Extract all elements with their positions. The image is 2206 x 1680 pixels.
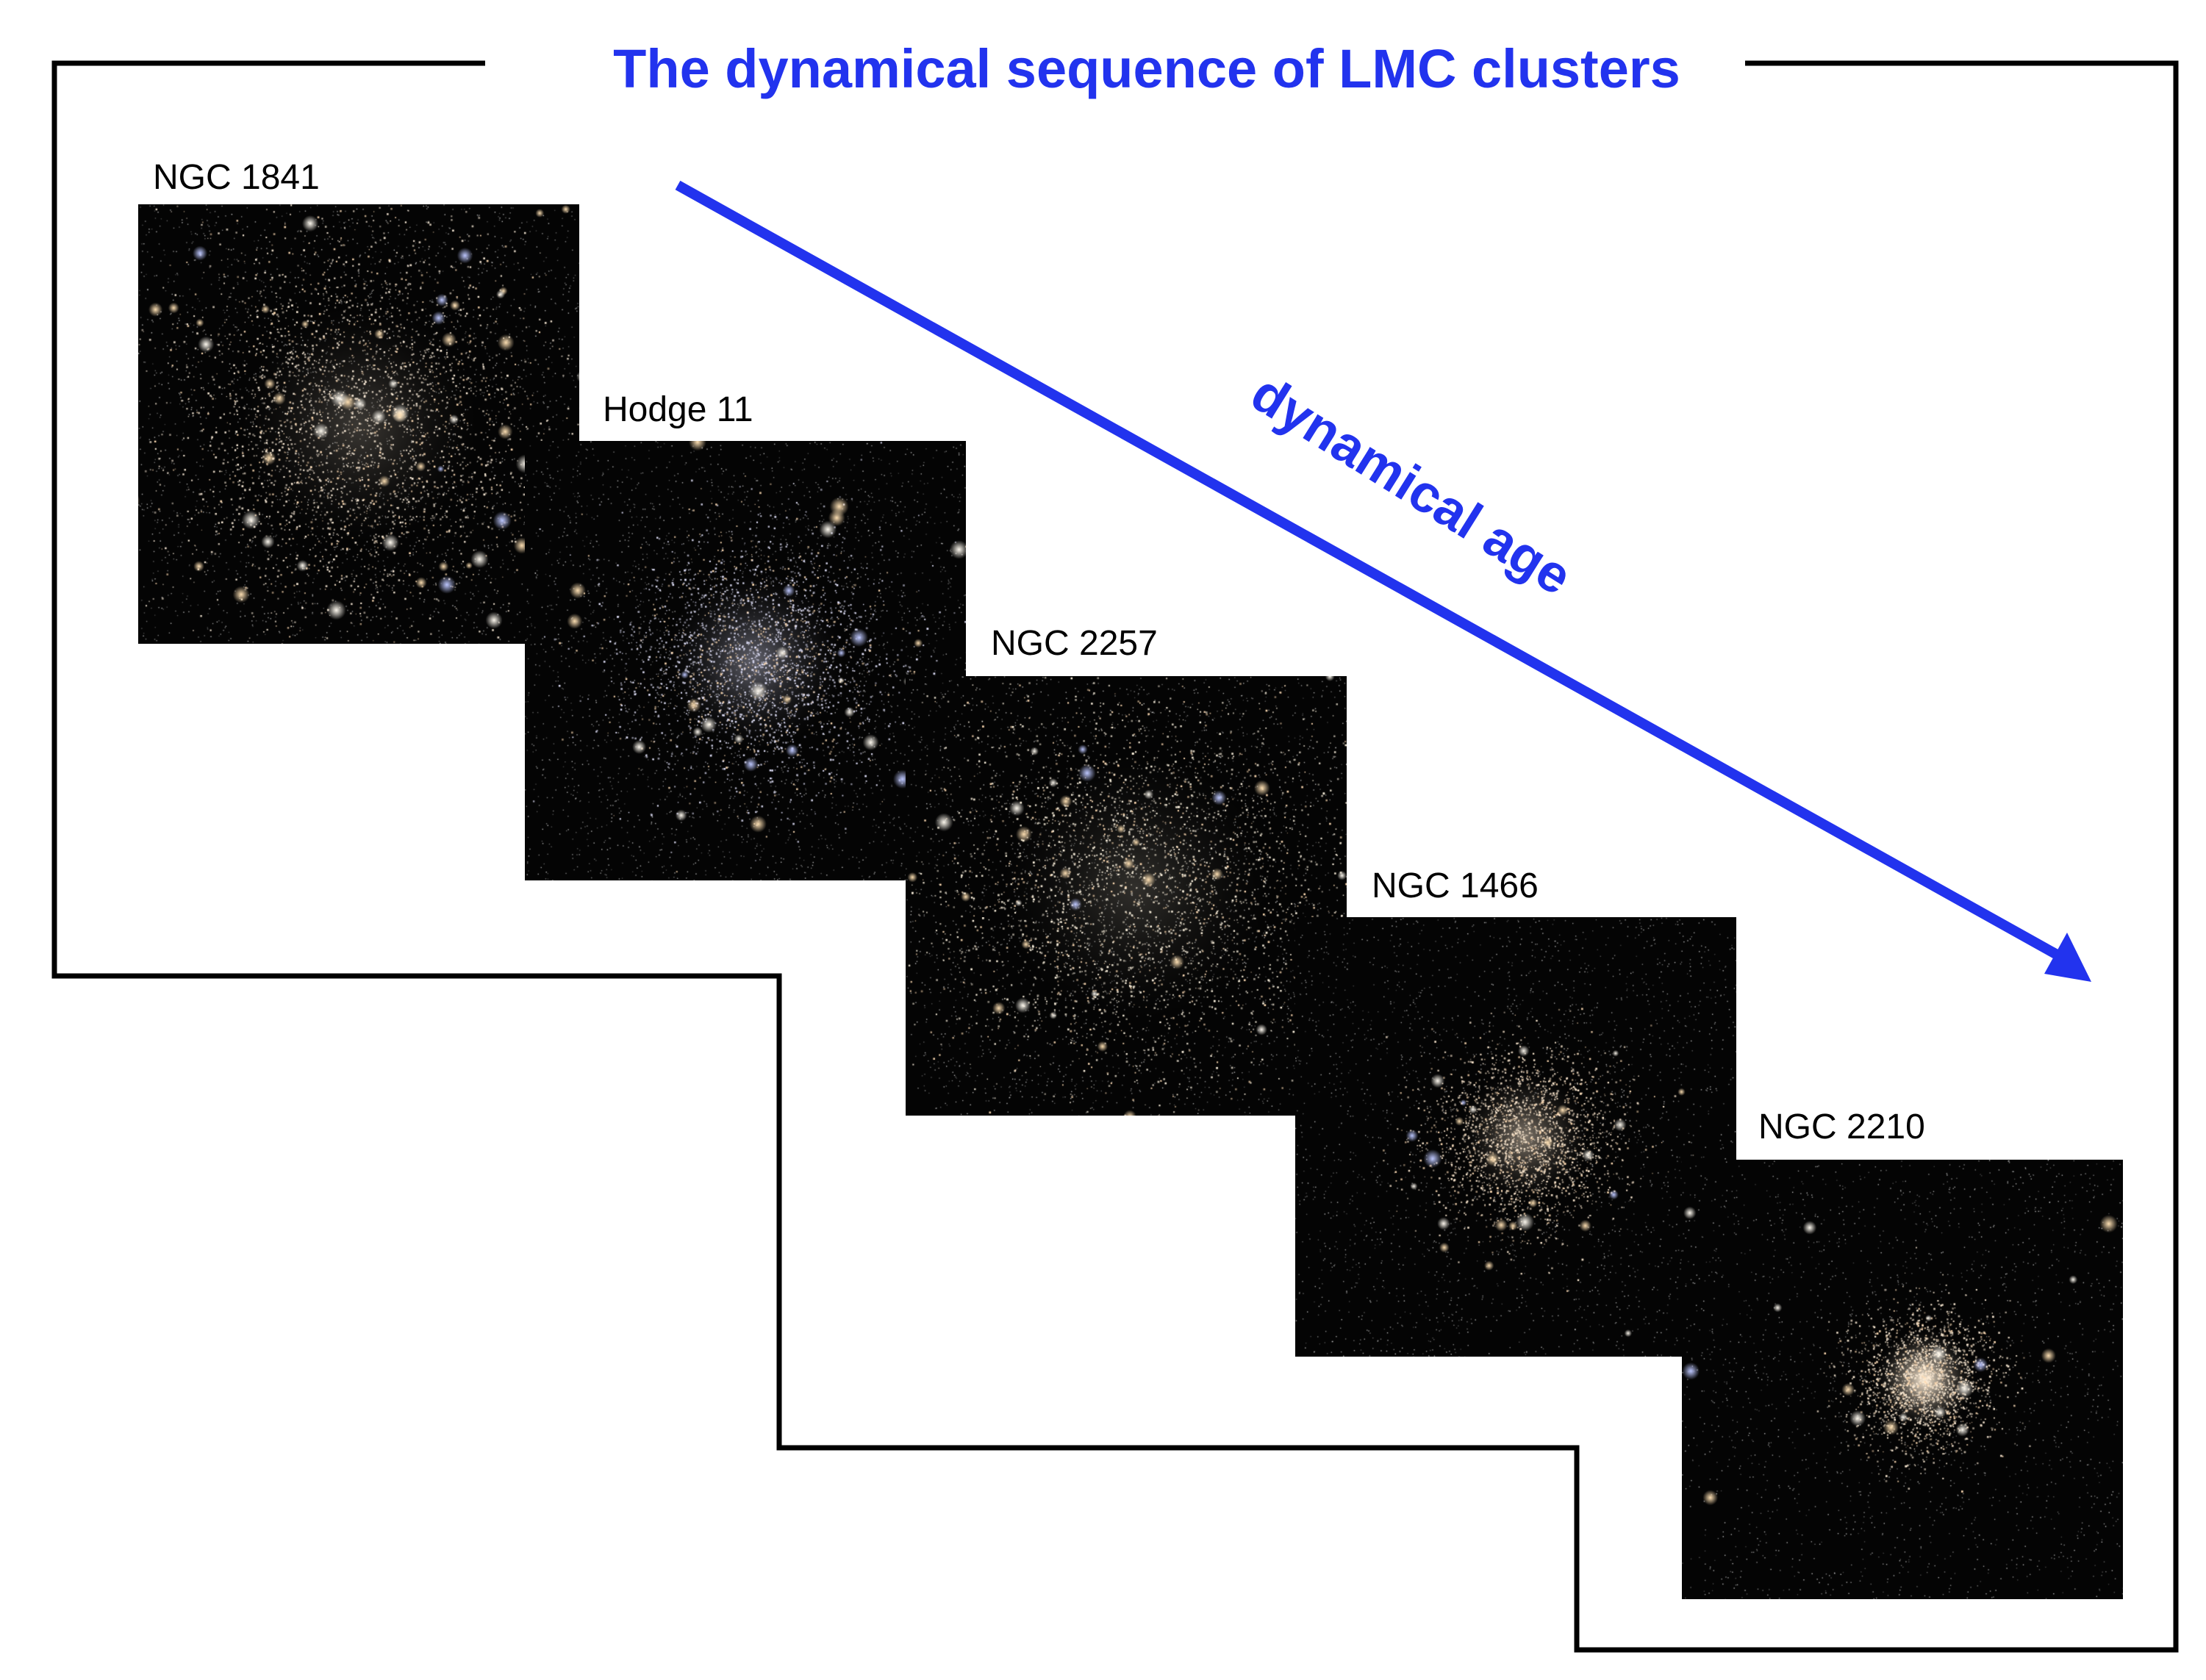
cluster-image-ngc-1841-starfield [138, 204, 579, 644]
cluster-image-ngc-2257-starfield [906, 676, 1347, 1116]
cluster-label-ngc-1841: NGC 1841 [153, 158, 320, 197]
diagram-title: The dynamical sequence of LMC clusters [613, 38, 1680, 99]
dynamical-age-arrowhead [2044, 933, 2091, 982]
cluster-image-ngc-2210 [1682, 1160, 2123, 1599]
dynamical-age-arrow-shaft [675, 180, 2061, 961]
cluster-image-ngc-1841 [138, 204, 579, 644]
cluster-image-ngc-1466 [1295, 917, 1736, 1357]
cluster-image-ngc-2210-starfield [1682, 1160, 2123, 1599]
cluster-image-hodge-11 [525, 441, 966, 880]
cluster-label-ngc-1466: NGC 1466 [1372, 866, 1539, 905]
cluster-image-ngc-1466-starfield [1295, 917, 1736, 1357]
cluster-image-ngc-2257 [906, 676, 1347, 1116]
cluster-label-ngc-2257: NGC 2257 [991, 624, 1158, 663]
cluster-label-ngc-2210: NGC 2210 [1758, 1108, 1925, 1146]
cluster-image-hodge-11-starfield [525, 441, 966, 880]
cluster-label-hodge-11: Hodge 11 [603, 390, 753, 429]
frame-outline [51, 60, 2179, 1653]
